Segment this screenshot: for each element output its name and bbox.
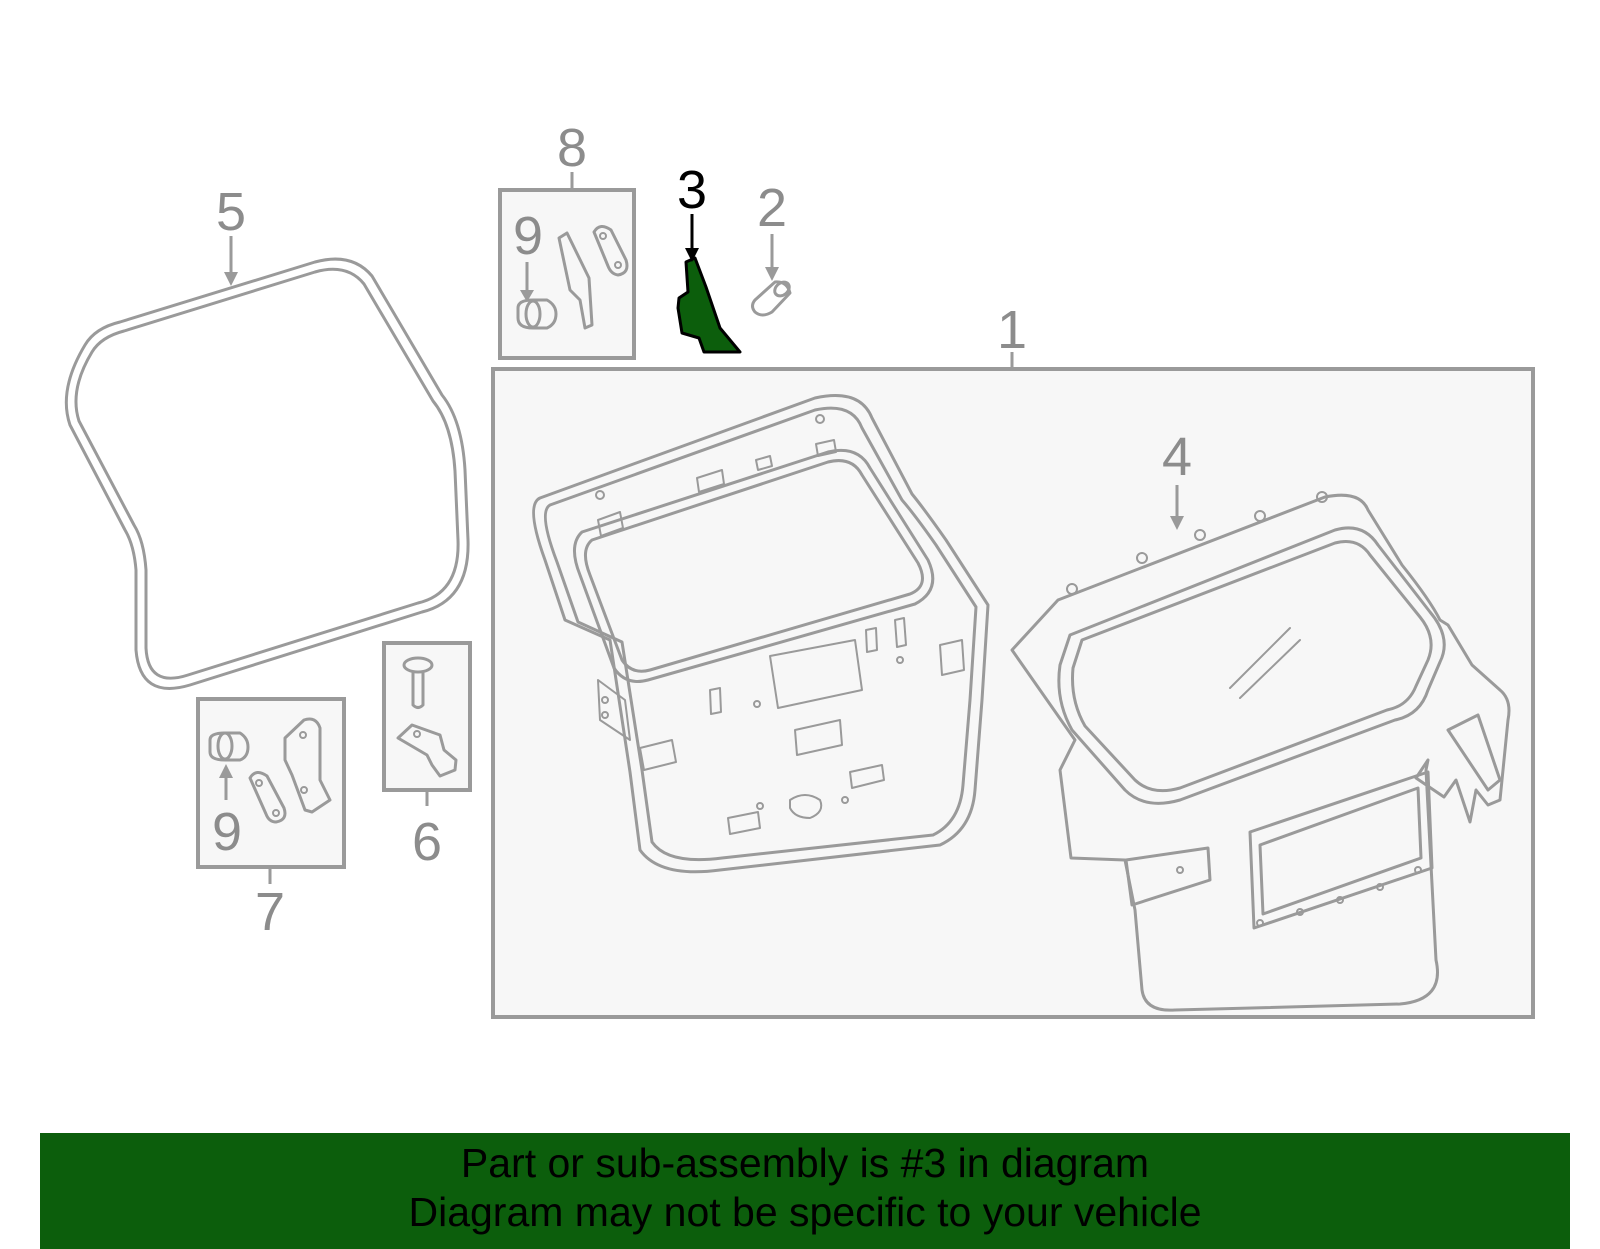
callout-2[interactable]: 2 (757, 178, 787, 238)
callout-9-box7[interactable]: 9 (212, 802, 242, 862)
part-4-liftgate-shell (1010, 491, 1511, 1012)
callout-7[interactable]: 7 (255, 882, 285, 942)
arrowhead-4 (1170, 516, 1184, 530)
callout-4[interactable]: 4 (1162, 427, 1192, 487)
callout-8[interactable]: 8 (557, 118, 587, 178)
arrowhead-2 (765, 267, 779, 281)
footer-line-1: Part or sub-assembly is #3 in diagram (460, 1140, 1150, 1186)
arrowhead-5 (224, 272, 238, 286)
part-3-highlighted[interactable] (676, 256, 742, 354)
arrowhead-9-box7 (219, 764, 233, 778)
part-6-bolt-bracket (396, 656, 458, 778)
part-1-liftgate-box[interactable] (491, 367, 1535, 1019)
arrowhead-3 (685, 248, 699, 262)
footer-line-2: Diagram may not be specific to your vehi… (408, 1189, 1202, 1235)
part-1-liftgate-inner-panel (532, 394, 990, 874)
footer-banner: Part or sub-assembly is #3 in diagram Di… (40, 1133, 1570, 1249)
callout-6[interactable]: 6 (412, 812, 442, 872)
callout-9-box8[interactable]: 9 (513, 206, 543, 266)
part-7-hinge-parts (208, 717, 332, 824)
part-2-plug[interactable] (751, 279, 792, 317)
arrowhead-9-box8 (520, 290, 534, 302)
callout-1[interactable]: 1 (997, 300, 1027, 360)
callout-3[interactable]: 3 (677, 160, 707, 220)
part-5-weatherstrip[interactable] (64, 257, 470, 690)
part-6-box[interactable] (382, 641, 472, 792)
callout-5[interactable]: 5 (216, 182, 246, 242)
